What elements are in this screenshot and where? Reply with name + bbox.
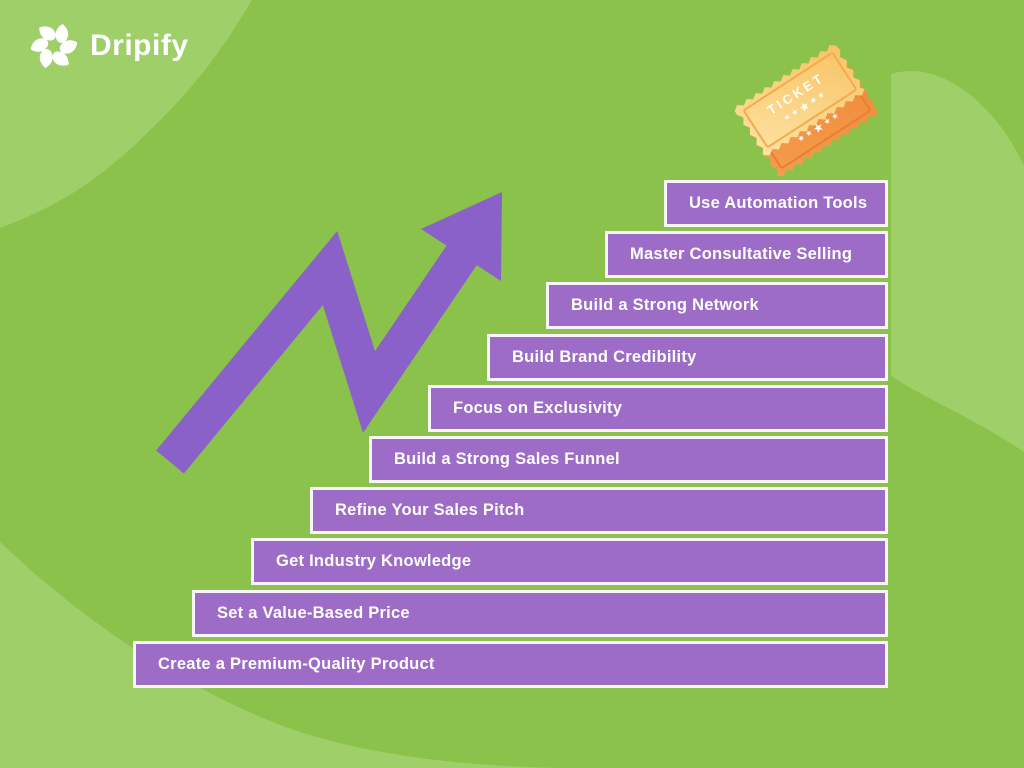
stair-step-label: Master Consultative Selling <box>630 245 853 263</box>
stair-step-label: Create a Premium-Quality Product <box>158 655 435 673</box>
growth-arrow-head <box>421 192 502 281</box>
stair-step-label: Get Industry Knowledge <box>276 552 472 570</box>
stair-step-5: Build a Strong Sales Funnel <box>369 436 888 483</box>
stair-step-label: Build a Strong Network <box>571 296 759 314</box>
brand-logo: Dripify <box>31 23 189 69</box>
stair-step-3: Get Industry Knowledge <box>251 538 888 585</box>
stair-step-label: Focus on Exclusivity <box>453 399 623 417</box>
stair-step-label: Set a Value-Based Price <box>217 604 410 622</box>
stair-step-label: Build a Strong Sales Funnel <box>394 450 620 468</box>
stair-step-label: Refine Your Sales Pitch <box>335 501 525 519</box>
background-blob-right <box>891 70 1024 452</box>
stair-step-2: Set a Value-Based Price <box>192 590 888 637</box>
stair-step-6: Focus on Exclusivity <box>428 385 888 432</box>
growth-arrow-shaft <box>156 230 485 474</box>
stair-step-1: Create a Premium-Quality Product <box>133 641 888 688</box>
stair-step-4: Refine Your Sales Pitch <box>310 487 888 534</box>
brand-name: Dripify <box>90 29 189 62</box>
stair-step-10: Use Automation Tools <box>664 180 888 227</box>
stair-step-label: Build Brand Credibility <box>512 348 697 366</box>
stair-step-8: Build a Strong Network <box>546 282 888 329</box>
stair-step-9: Master Consultative Selling <box>605 231 888 278</box>
stair-step-label: Use Automation Tools <box>689 194 868 212</box>
dripify-aperture-icon <box>31 23 77 69</box>
stair-step-7: Build Brand Credibility <box>487 334 888 381</box>
